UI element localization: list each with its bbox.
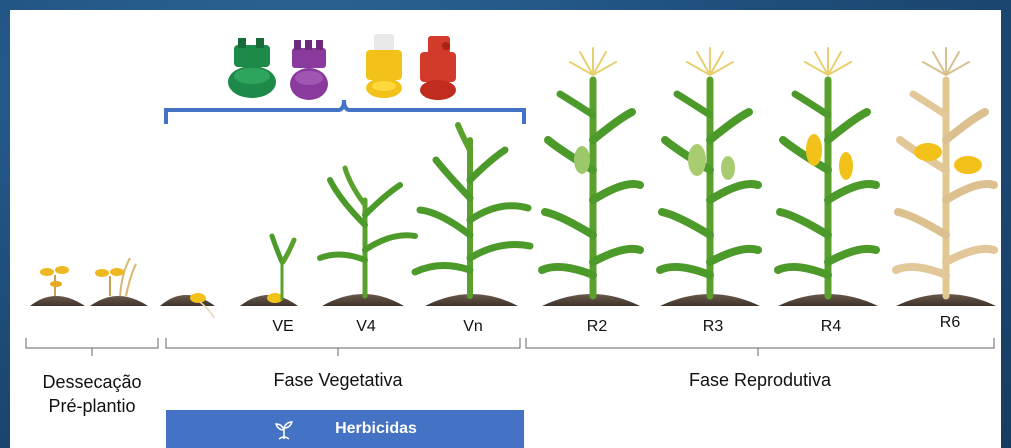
corn-plant-r3 bbox=[656, 47, 762, 300]
herbicide-bar: Herbicidas bbox=[166, 410, 524, 448]
phase-label-reprodutiva: Fase Reprodutiva bbox=[688, 370, 832, 390]
soil-mound bbox=[322, 294, 404, 306]
weed-seedling bbox=[40, 266, 69, 296]
soil-mound bbox=[90, 296, 148, 306]
soil-mound bbox=[896, 294, 996, 306]
phase-brackets bbox=[25, 338, 995, 356]
corn-plant-v4 bbox=[317, 165, 418, 299]
dessecacao-bracket bbox=[25, 338, 159, 356]
phase-label-dessecacao: Dessecação Pré-plantio bbox=[22, 370, 162, 418]
red-nozzle-icon bbox=[420, 36, 456, 100]
stage-label-v4: V4 bbox=[356, 318, 376, 335]
corn-plant-r2 bbox=[538, 47, 644, 300]
stage-label-r2: R2 bbox=[586, 318, 608, 335]
plant-sprout-icon bbox=[275, 421, 294, 440]
corn-seed bbox=[190, 293, 215, 319]
vegetativa-bracket bbox=[165, 338, 521, 356]
soil-mound bbox=[30, 296, 85, 306]
yellow-nozzle-icon bbox=[366, 34, 402, 98]
nozzle-bracket bbox=[164, 99, 526, 124]
corn-plant-vn bbox=[411, 122, 534, 299]
phase-label-dessecacao-line2: Pré-plantio bbox=[48, 396, 136, 416]
herbicide-label: Herbicidas bbox=[335, 420, 417, 437]
soil-mound bbox=[660, 294, 760, 306]
weed-seedling bbox=[95, 257, 137, 297]
stage-label-ve: VE bbox=[272, 318, 294, 335]
purple-nozzle-icon bbox=[290, 40, 328, 100]
reprodutiva-bracket bbox=[525, 338, 995, 356]
corn-plant-ve bbox=[267, 233, 297, 303]
stage-label-r6: R6 bbox=[939, 314, 961, 331]
corn-plant-r6 bbox=[892, 47, 998, 300]
soil-mound bbox=[778, 294, 878, 306]
stage-label-vn: Vn bbox=[463, 318, 483, 335]
phase-label-dessecacao-line1: Dessecação bbox=[42, 372, 142, 392]
soil-mound bbox=[160, 295, 215, 306]
diagram-panel bbox=[10, 10, 1001, 448]
soil-mound bbox=[425, 294, 518, 306]
corn-plant-r4 bbox=[774, 47, 880, 300]
stage-label-r4: R4 bbox=[820, 318, 842, 335]
stage-label-r3: R3 bbox=[702, 318, 724, 335]
phase-label-vegetativa: Fase Vegetativa bbox=[273, 370, 403, 390]
green-nozzle-icon bbox=[228, 38, 276, 98]
soil-mound bbox=[542, 294, 640, 306]
